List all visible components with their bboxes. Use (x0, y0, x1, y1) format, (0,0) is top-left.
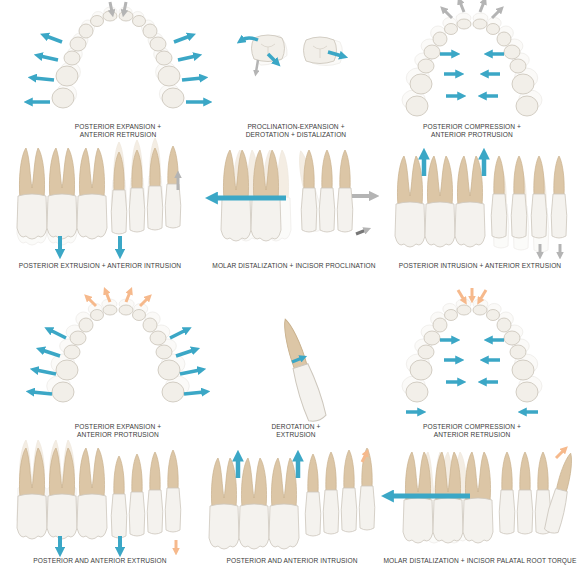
caption-label: POSTERIOR COMPRESSION + ANTERIOR PROTRUS… (416, 123, 528, 139)
caption-label: POSTERIOR INTRUSION + ANTERIOR EXTRUSION (385, 262, 575, 270)
caption-label: POSTERIOR EXTRUSION + ANTERIOR INTRUSION (5, 262, 195, 270)
caption-label: POSTERIOR AND ANTERIOR INTRUSION (197, 557, 387, 565)
caption-label: POSTERIOR AND ANTERIOR EXTRUSION (5, 557, 195, 565)
caption-label: DEROTATION + EXTRUSION (256, 423, 336, 439)
caption-label: POSTERIOR COMPRESSION + ANTERIOR RETRUSI… (416, 423, 528, 439)
caption-label: POSTERIOR EXPANSION + ANTERIOR RETRUSION (62, 123, 174, 139)
caption-label: MOLAR DISTALIZATION + INCISOR PROCLINATI… (199, 262, 389, 270)
caption-label: POSTERIOR EXPANSION + ANTERIOR PROTRUSIO… (62, 423, 174, 439)
caption-label: MOLAR DISTALIZATION + INCISOR PALATAL RO… (382, 557, 578, 565)
caption-label: PROCLINATION-EXPANSION + DEROTATION + DI… (236, 123, 356, 139)
